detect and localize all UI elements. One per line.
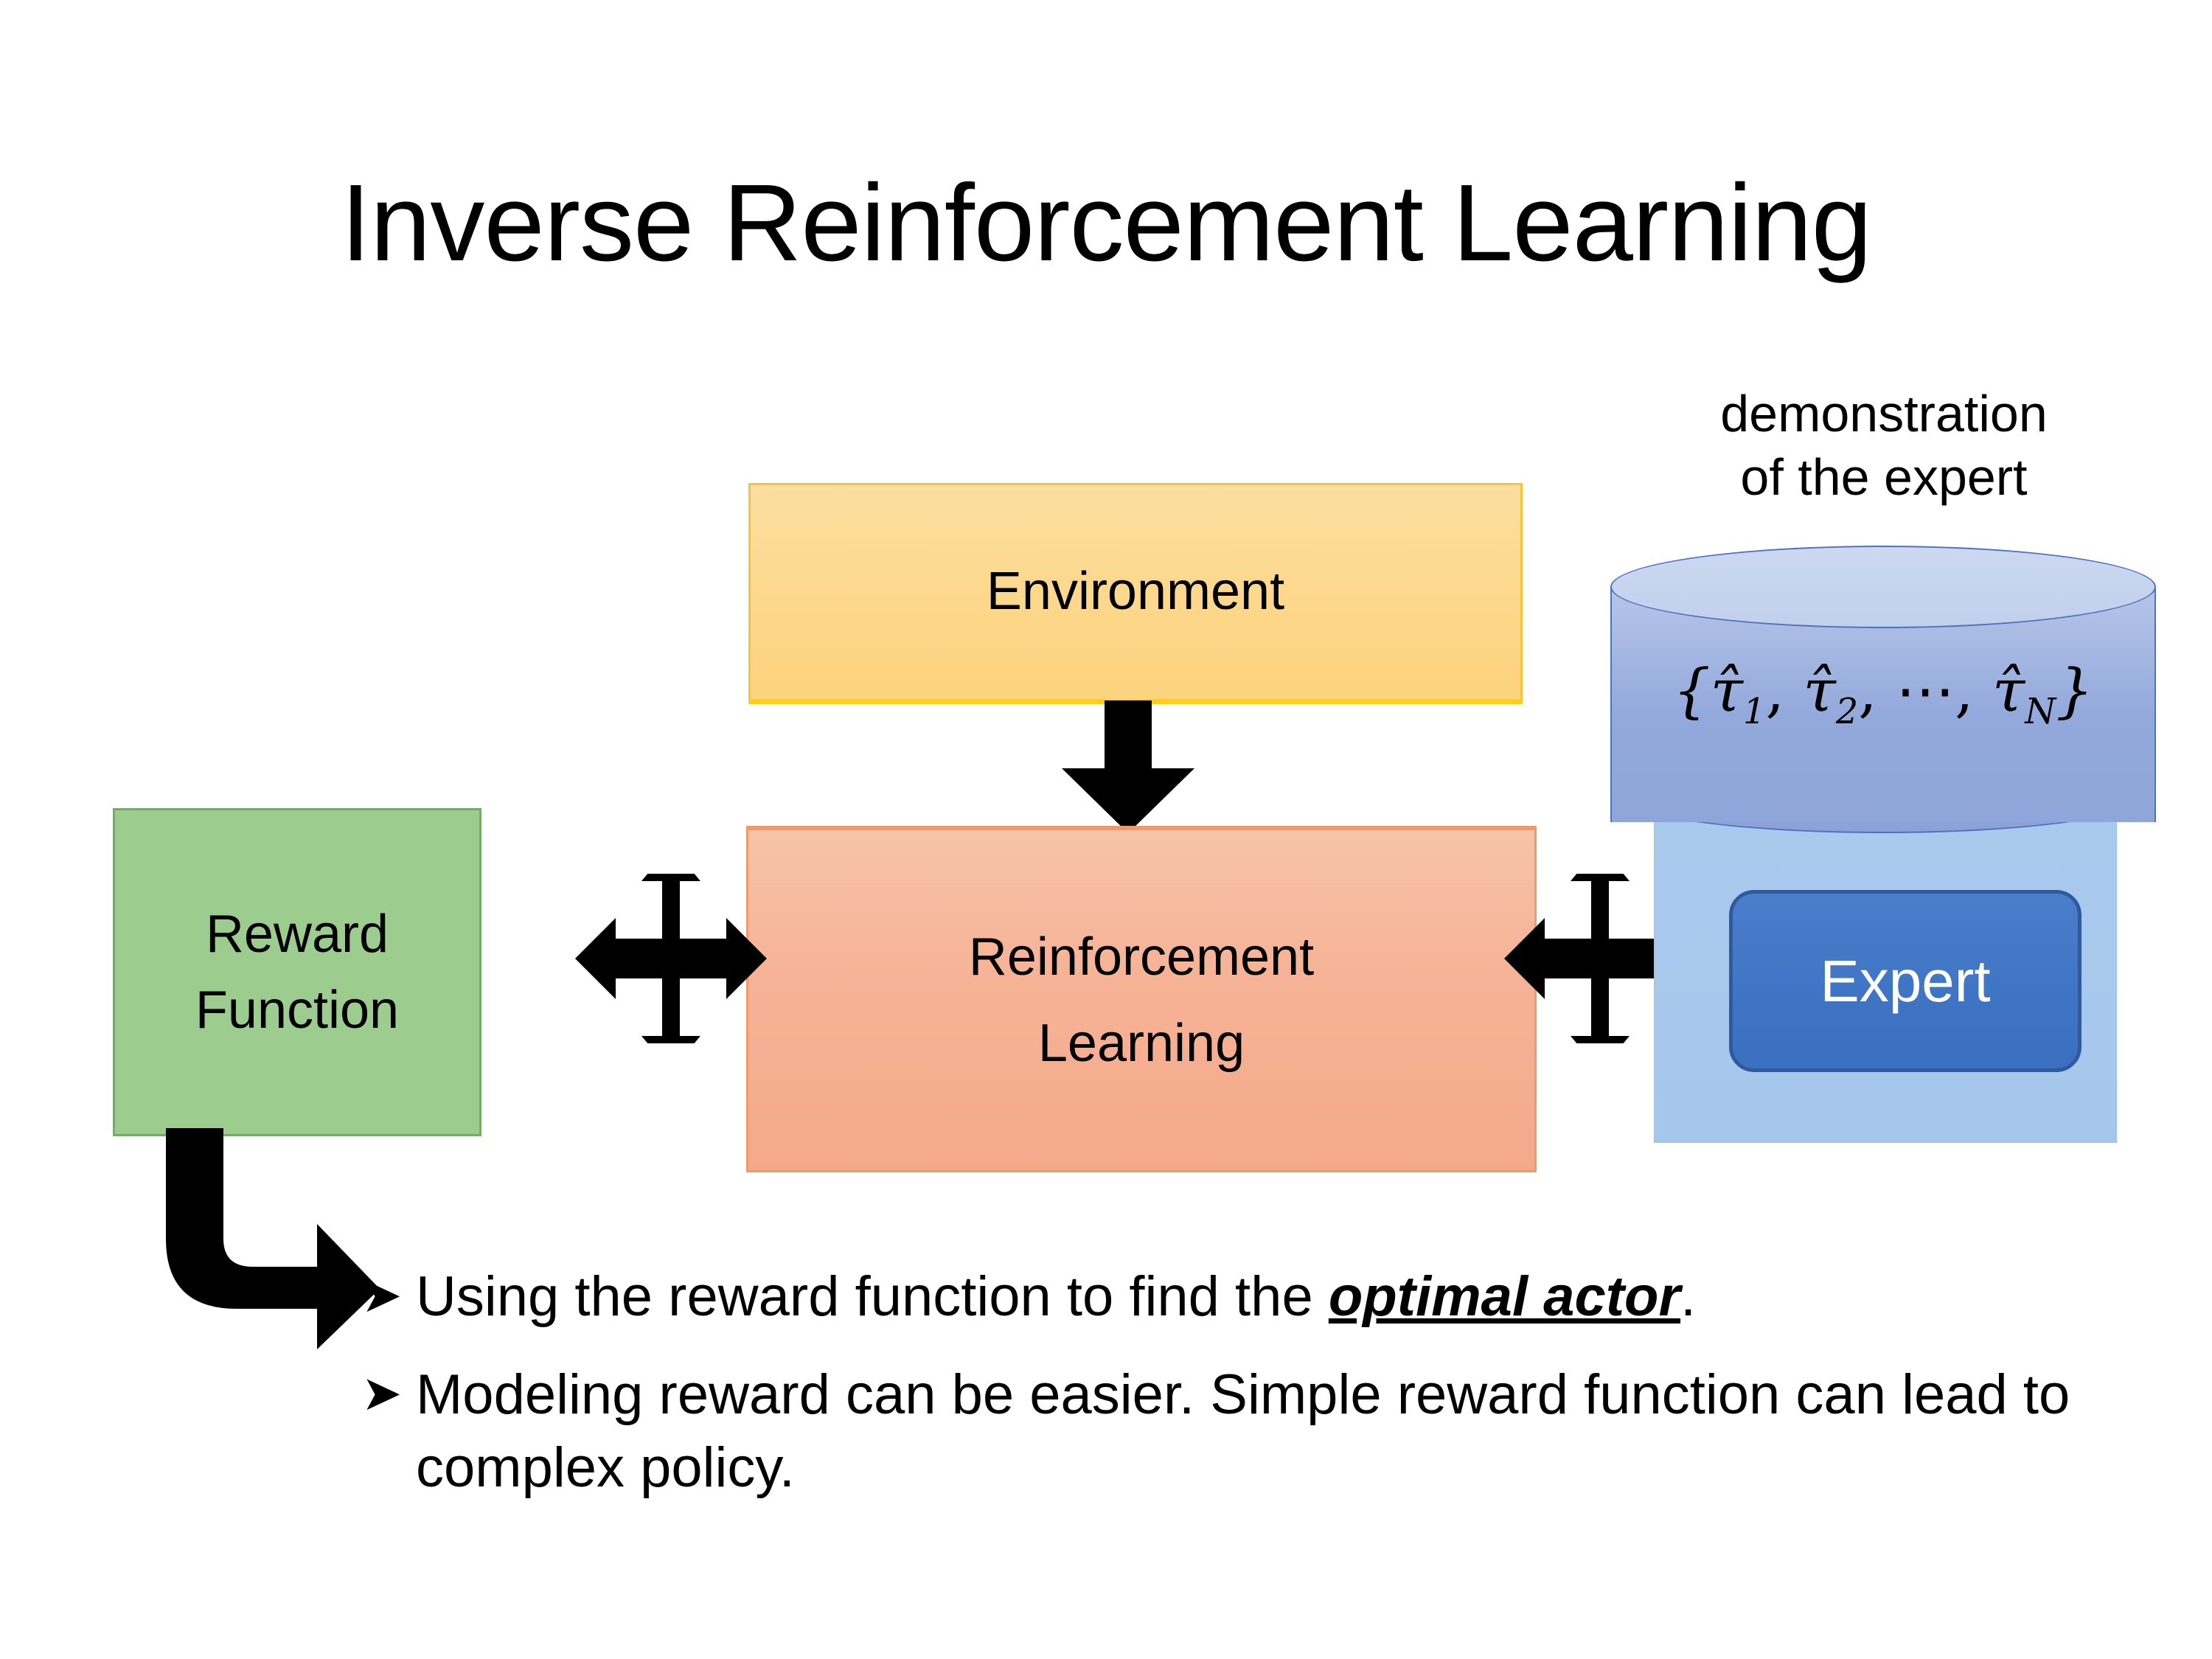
bullet-2-text: Modeling reward can be easier. Simple re… bbox=[416, 1359, 2146, 1505]
reward-label-line2: Function bbox=[195, 980, 400, 1040]
formula-tau-1: τ̂ bbox=[1710, 656, 1744, 725]
formula-sub-1: 1 bbox=[1743, 691, 1766, 732]
formula-sub-2: 2 bbox=[1835, 691, 1859, 732]
reward-function-node[interactable]: Reward Function bbox=[113, 808, 481, 1136]
demonstration-caption-line2: of the expert bbox=[1740, 448, 2028, 507]
arrow-environment-to-rl bbox=[1062, 700, 1194, 833]
bullet-1-text-before: Using the reward function to find the bbox=[416, 1265, 1329, 1328]
bullet-1-text: Using the reward function to find the op… bbox=[416, 1261, 2146, 1334]
four-way-arrow-rl-expert-icon bbox=[1504, 874, 1696, 1043]
rl-label-line2: Learning bbox=[1037, 1013, 1245, 1073]
demonstration-caption: demonstration of the expert bbox=[1644, 382, 2124, 509]
notes-list: ➤ Using the reward function to find the … bbox=[361, 1261, 2146, 1504]
bullet-2-text-before: Modeling reward can be easier. Simple re… bbox=[416, 1363, 2070, 1499]
bullet-marker-icon: ➤ bbox=[361, 1267, 403, 1322]
demonstration-cylinder-icon: {τ̂1, τ̂2, ⋯, τ̂N} bbox=[1610, 546, 2156, 841]
bullet-marker-icon: ➤ bbox=[361, 1365, 403, 1420]
page-title: Inverse Reinforcement Learning bbox=[340, 162, 1872, 284]
formula-sub-n: N bbox=[2025, 691, 2056, 732]
demonstration-caption-line1: demonstration bbox=[1720, 385, 2048, 442]
cylinder-top-ellipse bbox=[1610, 546, 2156, 628]
reinforcement-learning-node[interactable]: Reinforcement Learning bbox=[746, 826, 1537, 1172]
trajectory-set-formula: {τ̂1, τ̂2, ⋯, τ̂N} bbox=[1610, 656, 2156, 732]
formula-tau-2: τ̂ bbox=[1803, 656, 1836, 725]
formula-close-brace: } bbox=[2056, 656, 2094, 725]
elbow-arrow-reward-to-notes-icon bbox=[166, 1128, 380, 1349]
bullet-1-emphasis: optimal actor bbox=[1328, 1265, 1681, 1328]
environment-label: Environment bbox=[986, 562, 1285, 622]
formula-tau-n: τ̂ bbox=[1992, 656, 2025, 725]
rl-label-line1: Reinforcement bbox=[968, 927, 1315, 987]
list-item: ➤ Modeling reward can be easier. Simple … bbox=[361, 1359, 2146, 1505]
four-way-arrow-reward-rl-icon bbox=[575, 874, 767, 1043]
environment-node[interactable]: Environment bbox=[748, 483, 1523, 704]
expert-label: Expert bbox=[1820, 947, 1991, 1014]
expert-node[interactable]: Expert bbox=[1729, 890, 2081, 1072]
formula-sep-1: , bbox=[1765, 656, 1804, 725]
reward-label-line1: Reward bbox=[205, 905, 389, 964]
list-item: ➤ Using the reward function to find the … bbox=[361, 1261, 2146, 1334]
formula-open-brace: { bbox=[1672, 656, 1711, 725]
bullet-1-text-after: . bbox=[1680, 1265, 1697, 1328]
formula-sep-2: , ⋯, bbox=[1858, 656, 1992, 725]
